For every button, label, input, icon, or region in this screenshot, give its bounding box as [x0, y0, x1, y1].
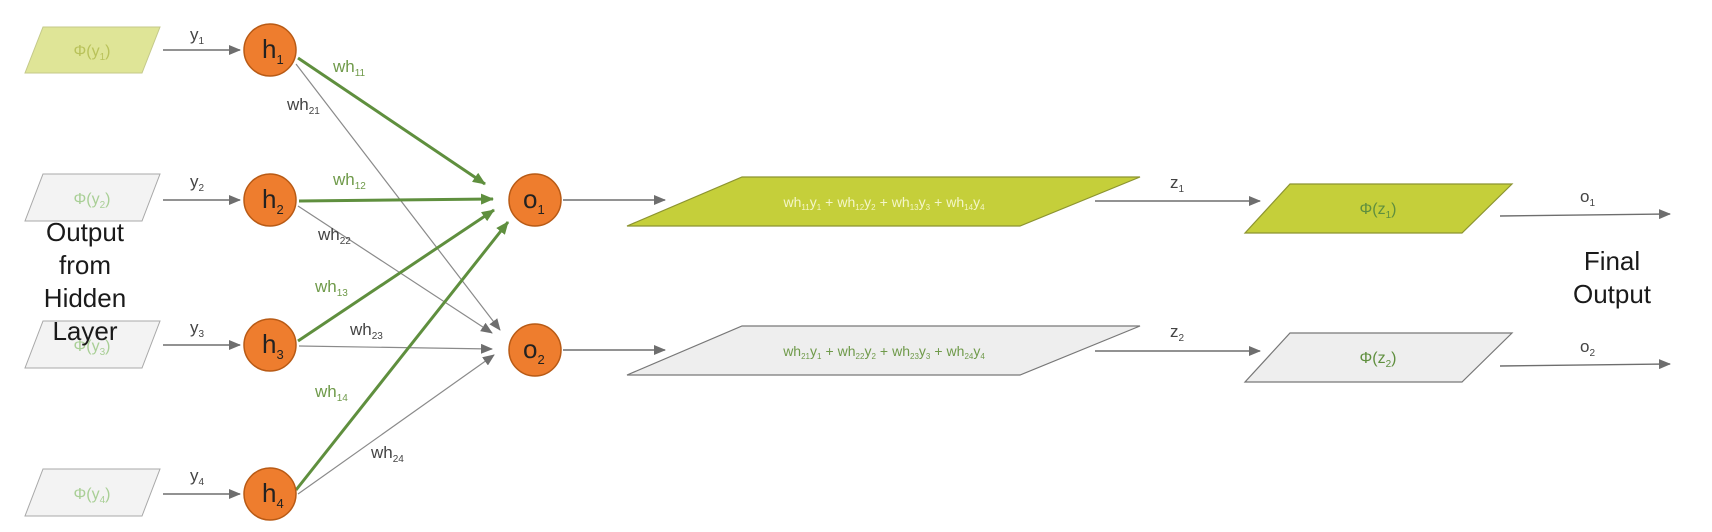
arrow-y1-label: y1: [190, 25, 205, 47]
hidden-node-2-label: h2: [262, 184, 284, 217]
hidden-node-3-label: h3: [262, 329, 284, 362]
activation-label-1: Φ(z1): [1360, 201, 1397, 221]
sum-arrows: [563, 195, 666, 355]
left-caption-line-2: from: [59, 250, 111, 280]
weight-label-wh21: wh21: [286, 95, 320, 117]
right-caption-line-1: Final: [1584, 246, 1640, 276]
weight-label-wh24: wh24: [370, 443, 404, 465]
edge-h2-o2: [297, 205, 493, 334]
activation-label-2: Φ(z2): [1360, 350, 1397, 370]
weight-edges: [294, 56, 510, 495]
arrow-final-o1: [1499, 209, 1671, 220]
output-layer: o1 o2: [508, 173, 562, 377]
edge-h1-o1: [297, 56, 486, 186]
sum-box-1: [626, 176, 1141, 227]
hidden-node-4: [243, 467, 297, 521]
activation-box-2: [1243, 332, 1514, 383]
output-node-2: [508, 323, 562, 377]
input-label-2: Φ(y2): [74, 191, 111, 211]
weight-label-wh11: wh11: [332, 57, 366, 79]
weighted-sums: wh11y1+wh12y2+wh13y3+wh14y4 wh21y1+wh22y…: [626, 176, 1141, 376]
edge-h3-o1: [297, 208, 495, 343]
z-arrows: z1 z2: [1095, 173, 1261, 356]
weight-label-wh23: wh23: [349, 320, 383, 342]
hidden-layer: h1 h2 h3 h4: [243, 23, 297, 521]
weight-label-wh13: wh13: [314, 277, 348, 299]
arrow-final-o2-label: o2: [1580, 337, 1595, 359]
weight-label-wh14: wh14: [314, 382, 348, 404]
hidden-node-3: [243, 318, 297, 372]
weight-labels: wh11 wh21 wh12 wh22 wh13 wh23 wh14 wh24: [286, 57, 404, 465]
input-box-2: [24, 173, 161, 222]
sum-expression-2: wh21y1+wh22y2+wh23y3+wh24y4: [782, 343, 985, 361]
left-caption-line-3: Hidden: [44, 283, 126, 313]
final-arrows: o1 o2: [1499, 187, 1671, 370]
activation-box-1: [1243, 183, 1514, 234]
left-caption: Output from Hidden Layer: [44, 217, 126, 346]
arrow-final-o1-label: o1: [1580, 187, 1595, 209]
input-box-4: [24, 468, 161, 517]
input-box-3: [24, 320, 161, 369]
hidden-node-4-label: h4: [262, 478, 284, 511]
edge-h2-o1: [298, 193, 494, 205]
input-arrows: y1 y2 y3 y4: [163, 25, 241, 499]
edge-h4-o1: [294, 221, 510, 491]
output-node-1: [508, 173, 562, 227]
weight-label-wh12: wh12: [332, 170, 366, 192]
arrow-final-o2: [1499, 359, 1671, 370]
hidden-node-1: [243, 23, 297, 77]
right-caption-line-2: Output: [1573, 279, 1652, 309]
arrow-y2-label: y2: [190, 172, 205, 194]
arrow-z2-label: z2: [1170, 322, 1185, 344]
edge-h1-o2: [295, 63, 501, 331]
edge-h4-o2: [297, 354, 495, 495]
input-box-1: [24, 26, 161, 74]
sum-box-2: [626, 325, 1141, 376]
edge-h3-o2: [298, 343, 493, 354]
left-caption-line-4: Layer: [52, 316, 117, 346]
hidden-node-2: [243, 173, 297, 227]
weight-label-wh22: wh22: [317, 225, 351, 247]
arrow-y3-label: y3: [190, 318, 205, 340]
input-label-3: Φ(y3): [74, 338, 111, 358]
left-caption-line-1: Output: [46, 217, 125, 247]
right-caption: Final Output: [1573, 246, 1652, 309]
activations: Φ(z1) Φ(z2): [1243, 183, 1514, 383]
input-label-1: Φ(y1): [74, 43, 111, 63]
input-label-4: Φ(y4): [74, 486, 111, 506]
output-node-1-label: o1: [523, 184, 545, 217]
sum-expression-1: wh11y1+wh12y2+wh13y3+wh14y4: [782, 194, 985, 212]
output-node-2-label: o2: [523, 334, 545, 367]
hidden-node-1-label: h1: [262, 34, 284, 67]
input-boxes: Φ(y1) Φ(y2) Φ(y3) Φ(y4): [24, 26, 161, 517]
arrow-y4-label: y4: [190, 466, 205, 488]
arrow-z1-label: z1: [1170, 173, 1185, 195]
